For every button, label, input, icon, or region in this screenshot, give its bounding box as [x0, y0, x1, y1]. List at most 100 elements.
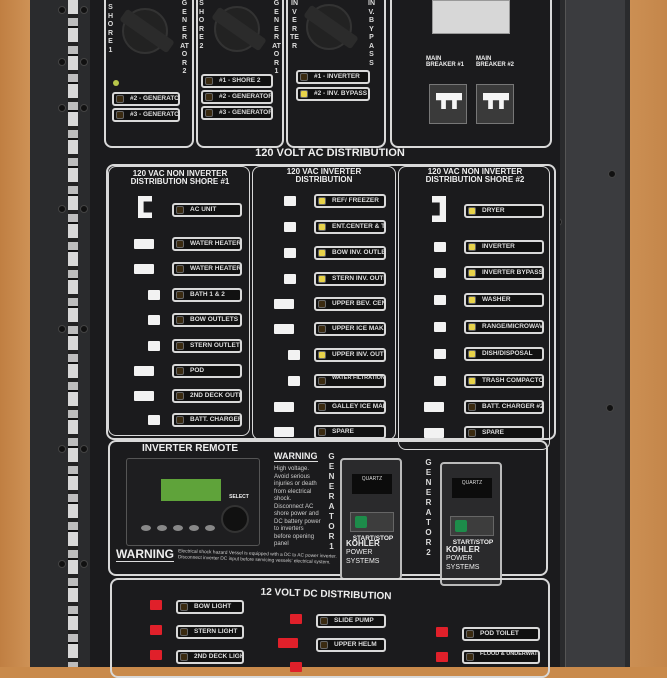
selector-3-right-label: INV. BYPASS: [368, 0, 375, 67]
dc-breaker-switch[interactable]: [290, 662, 302, 672]
remote-button[interactable]: [173, 525, 183, 531]
circuit-label: UPPER ICE MAKER: [314, 322, 386, 336]
remote-button[interactable]: [205, 525, 215, 531]
breaker-switch[interactable]: [434, 376, 446, 386]
breaker-switch[interactable]: [284, 274, 296, 284]
dc-breaker-switch[interactable]: [436, 627, 448, 637]
breaker-switch[interactable]: [424, 402, 444, 412]
generator-2-start-stop-switch[interactable]: [450, 516, 494, 536]
breaker-switch[interactable]: [434, 322, 446, 332]
breaker-switch[interactable]: [284, 222, 296, 232]
breaker-switch[interactable]: [134, 391, 154, 401]
dc-breaker-switch[interactable]: [150, 600, 162, 610]
breaker-switch[interactable]: [274, 402, 294, 412]
hour-meter: QUARTZ: [452, 478, 492, 498]
breaker-switch[interactable]: [274, 324, 294, 334]
remote-button[interactable]: [141, 525, 151, 531]
breaker-switch[interactable]: [434, 268, 446, 278]
dc-circuit-label: FLOOD & UNDERWATER LIGHT: [462, 650, 540, 664]
selector-3-option: #1 - INVERTER: [296, 70, 370, 84]
dc-breaker-switch[interactable]: [290, 614, 302, 624]
circuit-label: SPARE: [314, 425, 386, 439]
circuit-label: GALLEY ICE MAKER: [314, 400, 386, 414]
circuit-label: WATER HEATER 1: [172, 237, 242, 251]
main-breaker-1[interactable]: [429, 84, 467, 124]
dc-breaker-switch[interactable]: [150, 625, 162, 635]
remote-button[interactable]: [189, 525, 199, 531]
circuit-label: WASHER: [464, 293, 544, 307]
dc-circuit-label: STERN LIGHT: [176, 625, 244, 639]
breaker-switch[interactable]: [134, 264, 154, 274]
screw-icon: [58, 445, 66, 453]
screw-icon: [80, 205, 88, 213]
main-breaker-2[interactable]: [476, 84, 514, 124]
breaker-handle[interactable]: [436, 93, 462, 109]
led-icon: [176, 206, 184, 214]
selector-1-rotary-knob[interactable]: [122, 8, 168, 54]
breaker-switch[interactable]: [148, 315, 160, 325]
screw-icon: [58, 58, 66, 66]
breaker-switch[interactable]: [288, 376, 300, 386]
selector-2-right-label: GENERATOR 1: [272, 0, 281, 75]
led-icon: [205, 77, 213, 85]
start-button-icon: [355, 516, 367, 528]
led-icon: [205, 93, 213, 101]
circuit-label: WATER HEATER 2: [172, 262, 242, 276]
breaker-switch[interactable]: [434, 242, 446, 252]
led-icon: [176, 342, 184, 350]
led-icon: [180, 603, 188, 611]
breaker-switch[interactable]: [288, 350, 300, 360]
selector-box-2: [196, 0, 284, 148]
screw-icon: [608, 170, 616, 178]
breaker-switch[interactable]: [434, 349, 446, 359]
circuit-label: STERN OUTLETS: [172, 339, 242, 353]
select-dial[interactable]: [221, 505, 249, 533]
inverter-lcd-display: [161, 479, 221, 501]
breaker-switch[interactable]: [274, 427, 294, 437]
led-icon: [318, 351, 326, 359]
generator-1-start-stop-switch[interactable]: [350, 512, 394, 532]
circuit-label: INVERTER: [464, 240, 544, 254]
circuit-label: BOW INV. OUTLETS: [314, 246, 386, 260]
selector-box-3: [286, 0, 386, 148]
selector-2-rotary-knob[interactable]: [214, 6, 260, 52]
warning-text: High voltage. Avoid serious injuries or …: [274, 466, 321, 547]
led-icon: [320, 641, 328, 649]
led-icon: [320, 617, 328, 625]
breaker-switch[interactable]: [274, 299, 294, 309]
breaker-switch[interactable]: [424, 428, 444, 438]
generator-1-label: GENERATOR 1: [328, 452, 335, 551]
breaker-switch[interactable]: [134, 239, 154, 249]
led-icon: [318, 300, 326, 308]
circuit-label: INVERTER BYPASS: [464, 266, 544, 280]
breaker-switch[interactable]: [148, 415, 160, 425]
dc-breaker-switch[interactable]: [150, 650, 162, 660]
led-icon: [466, 630, 474, 638]
led-icon: [466, 653, 474, 661]
inverter-generator-box: [108, 440, 548, 576]
breaker-switch[interactable]: [284, 248, 296, 258]
dc-breaker-switch[interactable]: [278, 638, 298, 648]
selector-3-rotary-knob[interactable]: [306, 4, 352, 50]
shore-power-meter: [432, 0, 510, 34]
screw-icon: [80, 58, 88, 66]
breaker-switch[interactable]: [284, 196, 296, 206]
dc-breaker-switch[interactable]: [436, 652, 448, 662]
circuit-label: STERN INV. OUTLET: [314, 272, 386, 286]
breaker-switch[interactable]: [134, 366, 154, 376]
selector-2-option: #3 - GENERATOR 2: [201, 106, 273, 120]
led-icon: [468, 323, 476, 331]
breaker-switch[interactable]: [148, 290, 160, 300]
dc-circuit-label: 2ND DECK LIGHT: [176, 650, 244, 664]
breaker-switch[interactable]: [148, 341, 160, 351]
remote-button[interactable]: [157, 525, 167, 531]
circuit-label: REF/ FREEZER: [314, 194, 386, 208]
led-icon: [205, 109, 213, 117]
breaker-switch[interactable]: [434, 295, 446, 305]
breaker-handle[interactable]: [483, 93, 509, 109]
led-icon: [116, 95, 124, 103]
